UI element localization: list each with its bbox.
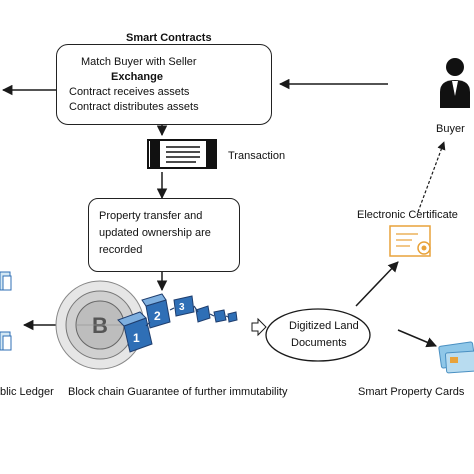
property-transfer-box: Property transfer and updated ownership … bbox=[88, 198, 240, 272]
digitized-line1: Digitized Land bbox=[289, 320, 359, 332]
buyer-person-icon bbox=[440, 58, 470, 108]
property-transfer-line3: recorded bbox=[99, 244, 143, 256]
smart-contracts-box: Match Buyer with Seller Exchange Contrac… bbox=[56, 44, 272, 125]
property-transfer-line2: updated ownership are bbox=[99, 227, 211, 239]
certificate-label: Electronic Certificate bbox=[357, 209, 458, 221]
transaction-document-icon bbox=[147, 139, 217, 169]
arrow-digitized-to-certificate bbox=[355, 261, 399, 307]
property-cards-icon bbox=[438, 341, 474, 374]
contract-distributes-line: Contract distributes assets bbox=[69, 101, 199, 113]
digitized-documents-node bbox=[265, 308, 371, 362]
blockchain-guarantee-label: Block chain Guarantee of further immutab… bbox=[68, 386, 288, 398]
svg-text:B: B bbox=[92, 313, 108, 338]
hollow-arrow-to-digitized bbox=[251, 317, 267, 337]
smart-contracts-title: Smart Contracts bbox=[126, 32, 212, 44]
contract-receives-line: Contract receives assets bbox=[69, 86, 190, 98]
blockchain-cubes-icon: B 1 2 3 bbox=[55, 280, 238, 370]
dashed-arrow-certificate-to-buyer bbox=[417, 141, 446, 213]
svg-text:1: 1 bbox=[133, 331, 140, 345]
buyer-label: Buyer bbox=[436, 123, 465, 135]
svg-text:3: 3 bbox=[179, 302, 185, 313]
property-transfer-line1: Property transfer and bbox=[99, 210, 203, 222]
exchange-line: Exchange bbox=[111, 71, 163, 83]
transaction-label: Transaction bbox=[228, 150, 286, 162]
arrow-digitized-to-cards bbox=[397, 329, 437, 348]
certificate-icon bbox=[389, 225, 431, 257]
match-buyer-line: Match Buyer with Seller bbox=[81, 56, 197, 68]
digitized-line2: Documents bbox=[291, 337, 347, 349]
smart-property-cards-label: Smart Property Cards bbox=[358, 386, 465, 398]
public-ledger-label: blic Ledger bbox=[0, 386, 54, 398]
document-stack-icon bbox=[0, 271, 12, 351]
svg-text:2: 2 bbox=[154, 309, 161, 323]
